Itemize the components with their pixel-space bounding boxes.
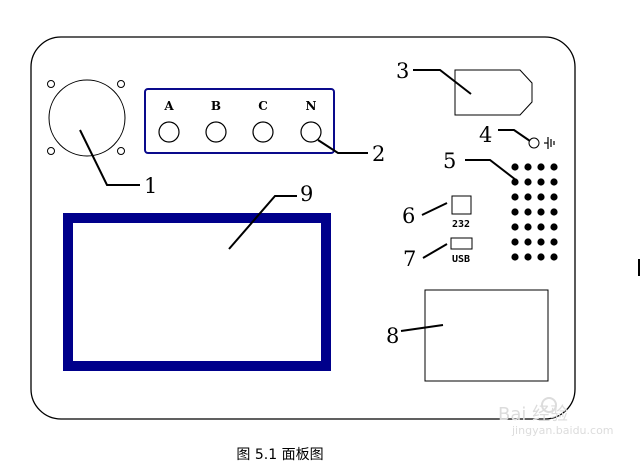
callout-8: 8 [386, 324, 399, 348]
keypad-dot [511, 163, 519, 171]
figure-caption: 图 5.1 面板图 [236, 447, 324, 463]
leader-line-1 [79, 129, 140, 186]
keypad-dot [550, 253, 558, 261]
terminal-label-n: N [306, 99, 317, 113]
keypad-dot [511, 238, 519, 246]
keypad-dot [511, 193, 519, 201]
keypad-dot [550, 208, 558, 216]
keypad-dot [537, 208, 545, 216]
leader-line-6 [421, 202, 448, 216]
keypad-dot [550, 193, 558, 201]
keypad-dot [550, 223, 558, 231]
terminal-label-a: A [163, 99, 174, 113]
callout-3: 3 [396, 59, 409, 83]
keypad-dot [524, 193, 532, 201]
printer-slot [454, 69, 533, 116]
leader-line-2 [317, 139, 368, 154]
rs232-port [451, 195, 472, 215]
callout-7: 7 [403, 247, 416, 271]
terminal-c [252, 121, 274, 143]
leader-line-5 [465, 159, 517, 181]
keypad-dot [550, 178, 558, 186]
keypad-dot [537, 253, 545, 261]
keypad-dot [537, 193, 545, 201]
leader-line-3 [413, 69, 472, 95]
paw-logo [541, 397, 557, 413]
keypad-dot [511, 253, 519, 261]
leader-line-9 [228, 195, 297, 250]
ground-terminal [528, 137, 540, 149]
callout-2: 2 [372, 142, 385, 166]
terminal-a [158, 121, 180, 143]
watermark-line2: jingyan.baidu.com [511, 424, 614, 437]
watermark: Bai 经验 jingyan.baidu.com [498, 397, 614, 437]
callout-1: 1 [144, 174, 157, 198]
keypad-dot [524, 208, 532, 216]
round-connector [47, 79, 126, 157]
keypad-dot [550, 163, 558, 171]
callout-9: 9 [300, 182, 313, 206]
usb-port [450, 237, 473, 250]
usb-label: USB [452, 254, 470, 265]
leader-line-7 [422, 243, 448, 259]
callout-5: 5 [443, 149, 456, 173]
terminal-b [205, 121, 227, 143]
leader-line-4 [498, 129, 531, 142]
keypad-dot [524, 238, 532, 246]
callout-4: 4 [479, 123, 492, 147]
leader-line-8 [400, 324, 444, 332]
keypad-dot [550, 238, 558, 246]
keypad-dot [524, 163, 532, 171]
ground-icon [544, 137, 555, 149]
rs232-label: 232 [452, 219, 470, 230]
terminal-n [300, 121, 322, 143]
lcd-screen [63, 213, 331, 371]
callout-6: 6 [402, 204, 415, 228]
keypad-dot [524, 253, 532, 261]
keypad-dot [511, 208, 519, 216]
watermark-line1: Bai 经验 [498, 404, 568, 425]
keypad-dot [511, 223, 519, 231]
keypad-dot [537, 223, 545, 231]
keypad [511, 163, 558, 261]
terminal-frame [144, 88, 335, 154]
keypad-dot [524, 178, 532, 186]
keypad-dot [524, 223, 532, 231]
lower-right-box [424, 289, 549, 382]
terminal-label-c: C [258, 99, 268, 113]
terminal-label-b: B [211, 99, 221, 113]
keypad-dot [511, 178, 519, 186]
keypad-dot [537, 238, 545, 246]
panel-outline [30, 36, 576, 420]
keypad-dot [537, 178, 545, 186]
keypad-dot [537, 163, 545, 171]
